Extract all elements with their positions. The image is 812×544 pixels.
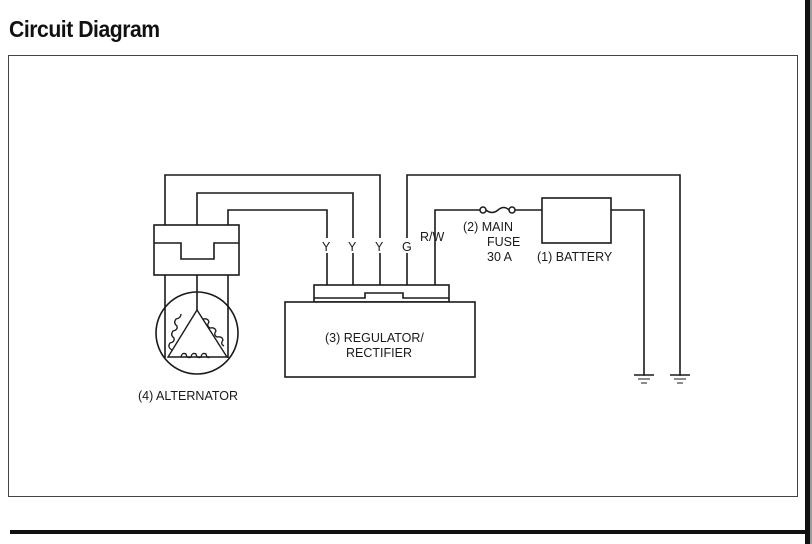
battery-box	[541, 197, 612, 244]
ground-symbol-battery	[634, 374, 654, 384]
wire-label-y3: Y	[375, 240, 384, 254]
wire-green	[406, 174, 681, 376]
regulator-connector	[313, 284, 450, 303]
section-divider	[10, 530, 805, 534]
wire-yellow-1	[164, 174, 381, 286]
alternator-connector	[153, 224, 240, 276]
wire-red-white	[434, 209, 481, 286]
regulator-label-line1: (3) REGULATOR/	[325, 331, 424, 345]
wire-label-rw: R/W	[420, 230, 445, 244]
coil-right	[202, 318, 225, 347]
page-edge-bar	[805, 0, 812, 544]
diagram-frame	[8, 55, 798, 497]
regulator-label-line2: RECTIFIER	[346, 346, 412, 360]
coil-left	[168, 313, 182, 351]
regulator-rectifier-box	[284, 301, 476, 378]
wire-yellow-3	[227, 209, 328, 286]
ground-symbol-regulator	[670, 374, 690, 384]
alternator-label: (4) ALTERNATOR	[138, 389, 238, 403]
page-title: Circuit Diagram	[9, 16, 160, 42]
battery-label: (1) BATTERY	[537, 250, 613, 264]
main-fuse-symbol	[479, 206, 516, 214]
fuse-label-line2: FUSE	[487, 235, 520, 249]
fuse-label-line1: (2) MAIN	[463, 220, 513, 234]
wire-label-y2: Y	[348, 240, 357, 254]
wire-label-g: G	[402, 240, 412, 254]
coil-bottom	[180, 352, 211, 359]
wire-label-y1: Y	[322, 240, 331, 254]
wire-battery-ground	[610, 209, 645, 376]
fuse-label-line3: 30 A	[487, 250, 513, 264]
alternator-symbol	[155, 291, 239, 375]
